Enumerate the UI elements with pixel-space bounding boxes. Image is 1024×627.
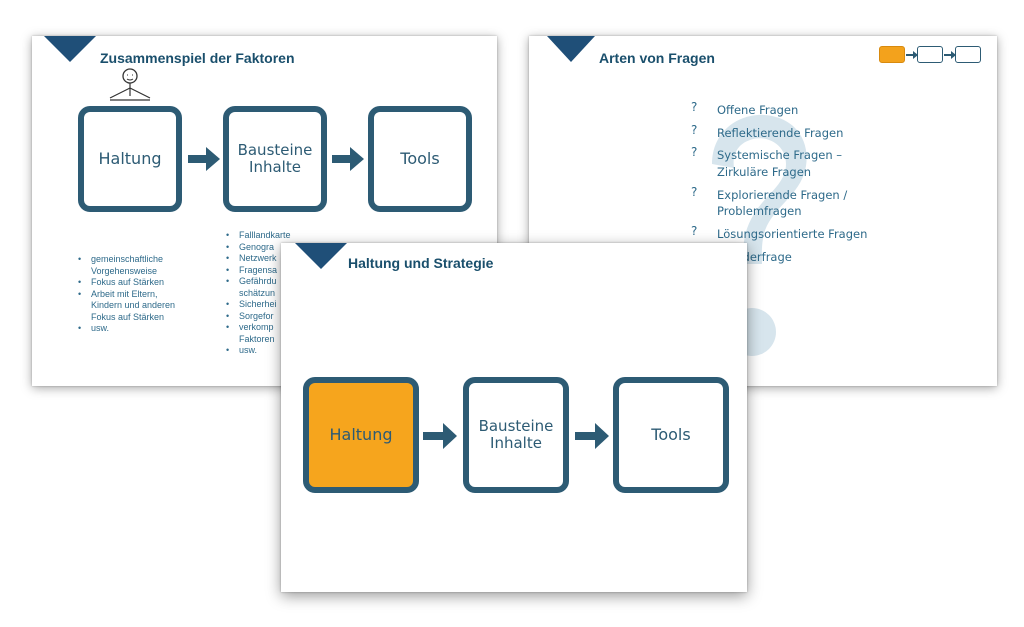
- box-haltung-highlighted: Haltung: [303, 377, 419, 493]
- progress-step-2: [917, 46, 943, 63]
- list-item: Sicherhei: [226, 299, 306, 311]
- corner-triangle: [44, 36, 96, 62]
- list-item: gemeinschaftliche Vorgehensweise: [78, 254, 188, 277]
- list-item: usw.: [226, 345, 306, 357]
- list-item: Arbeit mit Eltern, Kindern und anderen F…: [78, 289, 188, 324]
- list-item: Genogra: [226, 242, 306, 254]
- progress-step-3: [955, 46, 981, 63]
- box-haltung: Haltung: [78, 106, 182, 212]
- slide-haltung-und-strategie[interactable]: Haltung und Strategie Haltung Bausteine …: [281, 243, 747, 592]
- progress-step-1: [879, 46, 905, 63]
- box-tools: Tools: [368, 106, 472, 212]
- question-bullet-icon: ?: [691, 145, 698, 160]
- corner-triangle: [295, 243, 347, 269]
- bausteine-bullet-list: Falllandkarte Genogra Netzwerk Fragensa …: [226, 230, 306, 357]
- list-item: Fokus auf Stärken: [78, 277, 188, 289]
- list-item: ?Reflektierende Fragen: [691, 122, 844, 140]
- list-item: Sorgefor: [226, 311, 306, 323]
- box-bausteine-inhalte: Bausteine Inhalte: [463, 377, 569, 493]
- box-tools: Tools: [613, 377, 729, 493]
- slide-title: Arten von Fragen: [599, 50, 715, 66]
- list-item: ?Explorierende Fragen / Problemfragen: [691, 184, 848, 219]
- stick-figure-icon: [109, 68, 151, 101]
- corner-triangle: [547, 36, 595, 62]
- arrow-right-icon: [332, 147, 364, 171]
- question-types-list: ?Offene Fragen ?Reflektierende Fragen ?S…: [691, 100, 951, 265]
- list-item: Falllandkarte: [226, 230, 306, 242]
- list-item: Netzwerk: [226, 253, 306, 265]
- arrow-right-icon: [575, 423, 609, 449]
- box-bausteine-inhalte: Bausteine Inhalte: [223, 106, 327, 212]
- arrow-right-icon: [944, 50, 956, 59]
- arrow-right-icon: [423, 423, 457, 449]
- list-item: usw.: [78, 323, 188, 335]
- arrow-right-icon: [906, 50, 918, 59]
- list-item: Gefährdu schätzun: [226, 276, 289, 299]
- question-bullet-icon: ?: [691, 100, 698, 114]
- question-bullet-icon: ?: [691, 184, 698, 199]
- list-item: Fragensa: [226, 265, 306, 277]
- list-item: ?Offene Fragen: [691, 100, 799, 117]
- haltung-bullet-list: gemeinschaftliche Vorgehensweise Fokus a…: [78, 254, 188, 335]
- arrow-right-icon: [188, 147, 220, 171]
- progress-indicator: [879, 46, 981, 63]
- question-bullet-icon: ?: [691, 122, 698, 137]
- slide-title: Haltung und Strategie: [348, 255, 494, 271]
- slide-title: Zusammenspiel der Faktoren: [100, 50, 295, 66]
- question-bullet-icon: ?: [691, 224, 698, 239]
- list-item: verkomp Faktoren: [226, 322, 289, 345]
- list-item: ?Systemische Fragen – Zirkuläre Fragen: [691, 145, 843, 180]
- list-item: ?Lösungsorientierte Fragen: [691, 224, 868, 242]
